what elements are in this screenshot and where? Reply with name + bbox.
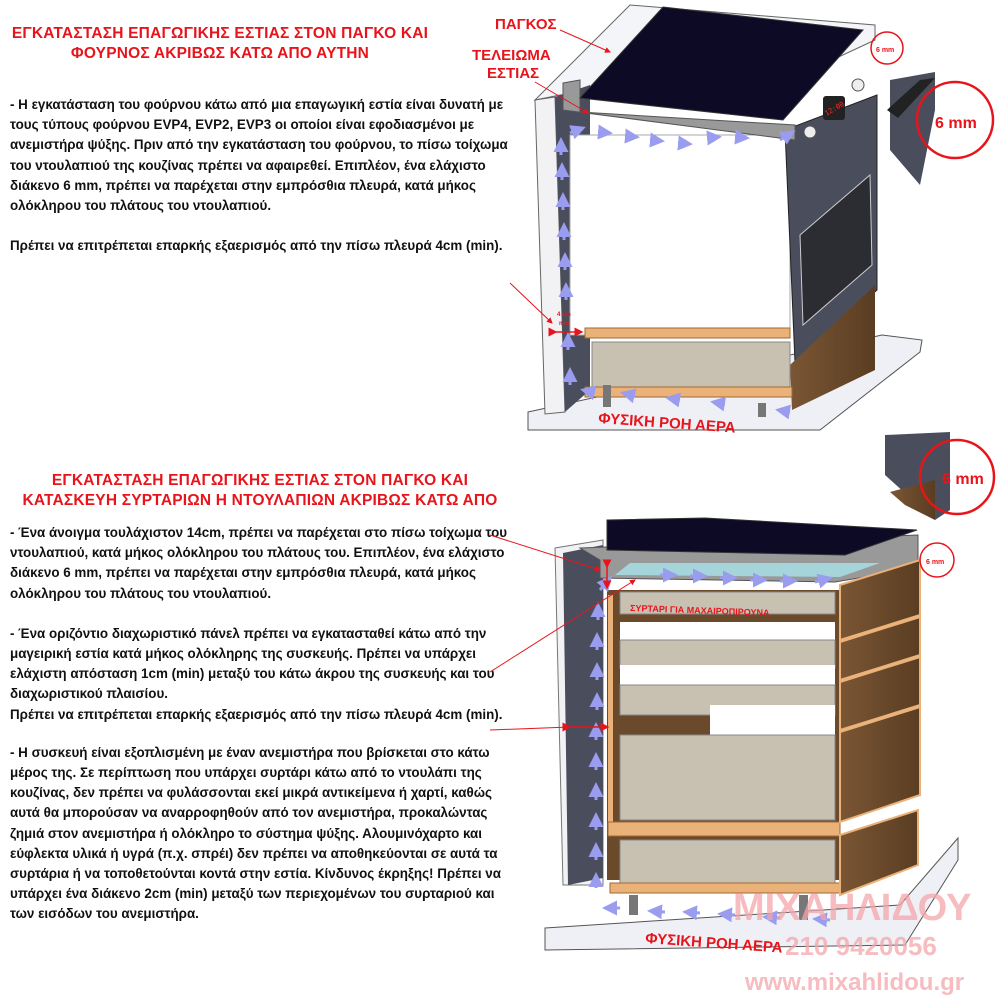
lower-panel xyxy=(591,341,791,388)
oven-foot xyxy=(603,385,611,407)
drawer xyxy=(619,839,836,886)
finish-label: ΕΣΤΙΑΣ xyxy=(487,65,539,82)
watermark: ΜΙΧΑΗΛΙΔΟΥ 210 9420056 www.mixahlidou.gr xyxy=(733,887,971,996)
wood-strip xyxy=(608,595,613,825)
section1-paragraph: - Η εγκατάσταση του φούρνου κάτω από μια… xyxy=(10,97,508,214)
section2-title: ΕΓΚΑΤΑΣΤΑΣΗ ΕΠΑΓΩΓΙΚΗΣ ΕΣΤΙΑΣ ΣΤΟΝ ΠΑΓΚΟ… xyxy=(0,471,520,511)
section1-title-line1: ΕΓΚΑΤΑΣΤΑΣΗ ΕΠΑΓΩΓΙΚΗΣ ΕΣΤΙΑΣ ΣΤΟΝ ΠΑΓΚΟ… xyxy=(11,25,429,42)
pointer-line xyxy=(489,534,601,572)
oven-knob xyxy=(803,125,817,139)
watermark-phone: 210 9420056 xyxy=(785,931,937,961)
counter-label: ΠΑΓΚΟΣ xyxy=(495,16,557,33)
oven-foot xyxy=(758,403,766,417)
section1-title: ΕΓΚΑΤΑΣΤΑΣΗ ΕΠΑΓΩΓΙΚΗΣ ΕΣΤΙΑΣ ΣΤΟΝ ΠΑΓΚΟ… xyxy=(10,24,430,64)
drawer xyxy=(619,639,836,669)
oven-knob xyxy=(851,78,865,92)
gap-circle-large xyxy=(918,438,996,516)
drawer-cutlery xyxy=(619,591,836,615)
gap-circle-small xyxy=(919,542,955,578)
finish-pointer xyxy=(534,81,589,114)
hob-frame xyxy=(562,79,796,141)
watermark-name: ΜΙΧΑΗΛΙΔΟΥ xyxy=(733,887,971,929)
gap-label-small: 6 mm xyxy=(876,47,894,54)
cabinet-foot xyxy=(799,895,808,920)
base-plate xyxy=(544,836,959,951)
plinth-wood xyxy=(790,285,875,410)
gap-detail-wood xyxy=(890,480,935,520)
finish-label: ΤΕΛΕΙΩΜΑ xyxy=(472,47,551,64)
oven-body xyxy=(569,134,791,336)
section1-paragraph: Πρέπει να επιτρέπεται επαρκής εξαερισμός… xyxy=(10,238,503,254)
drawer xyxy=(710,705,835,735)
section1-title-line2: ΦΟΥΡΝΟΣ ΑΚΡΙΒΩΣ ΚΑΤΩ ΑΠΟ ΑΥΤΗΝ xyxy=(70,45,370,62)
section2-title-line2: ΚΑΤΑΣΚΕΥΗ ΣΥΡΤΑΡΙΩΝ Η ΝΤΟΥΛΑΠΙΩΝ ΑΚΡΙΒΩΣ… xyxy=(22,492,498,509)
cabinet-foot xyxy=(629,895,638,915)
rear-gap-pointer xyxy=(509,282,553,324)
cabinet-back-panel-dark xyxy=(563,545,603,885)
divider-panel xyxy=(615,563,880,577)
gap-label-large: 6 mm xyxy=(942,471,984,488)
section1-body: - Η εγκατάσταση του φούρνου κάτω από μια… xyxy=(10,95,510,276)
section2-paragraph: - Ένα οριζόντιο διαχωριστικό πάνελ πρέπε… xyxy=(10,625,503,722)
section2-paragraph: - Η συσκευή είναι εξοπλισμένη με έναν αν… xyxy=(10,744,501,922)
drawer xyxy=(619,734,836,821)
wood-strip xyxy=(607,821,841,837)
watermark-website: www.mixahlidou.gr xyxy=(744,969,964,996)
wood-strip xyxy=(584,386,793,398)
section2-paragraph: - Ένα άνοιγμα τουλάχιστον 14cm, πρέπει ν… xyxy=(10,525,508,601)
oven-diagram: 12:00 4 cm min ΠΑΓΚΟΣ ΤΕΛΕΙΩΜΑ xyxy=(472,4,995,437)
gap-label-small: 6 mm xyxy=(926,559,944,566)
gap-detail-zoom: 6 mm xyxy=(887,72,995,185)
gap-label-large: 6 mm xyxy=(935,115,977,132)
gap-circle-small xyxy=(870,31,904,65)
section2-title-line1: ΕΓΚΑΤΑΣΤΑΣΗ ΕΠΑΓΩΓΙΚΗΣ ΕΣΤΙΑΣ ΣΤΟΝ ΠΑΓΚΟ… xyxy=(51,472,469,489)
oven-door-window xyxy=(799,173,873,327)
oven-display xyxy=(823,96,845,120)
drawer-diagram: 6 mm ΣΥΡΤΑΡΙ ΓΙΑ ΜΑΧΑΙΡΟΠΙΡΟΥΝΑ xyxy=(489,432,996,957)
wood-strip xyxy=(584,327,791,339)
counter-pointer xyxy=(559,29,611,53)
drawer-label: ΣΥΡΤΑΡΙ ΓΙΑ ΜΑΧΑΙΡΟΠΙΡΟΥΝΑ xyxy=(630,603,770,618)
airflow-arrows xyxy=(553,124,796,420)
pointer-line xyxy=(489,724,571,731)
rear-gap-label: 4 cm xyxy=(557,312,571,318)
rear-gap-label: min xyxy=(559,321,570,327)
induction-hob xyxy=(578,6,865,121)
induction-hob xyxy=(606,517,918,556)
pointer-line xyxy=(489,579,636,673)
section2-body: - Ένα άνοιγμα τουλάχιστον 14cm, πρέπει ν… xyxy=(10,523,510,945)
drawer-fronts xyxy=(839,558,921,897)
